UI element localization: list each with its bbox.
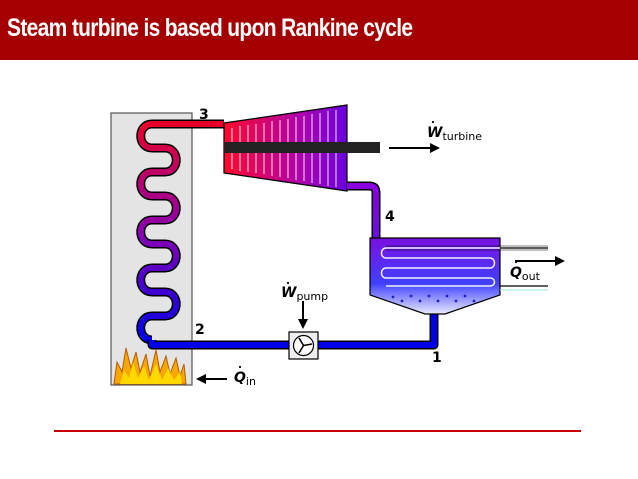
condenser-coil-outline [386,245,548,251]
q-out-subscript: out [522,270,541,283]
svg-text:Qin: Qin [234,370,256,388]
svg-text:Wturbine: Wturbine [427,125,482,143]
w-pump-symbol: W [281,285,297,301]
q-in-label: Qin [234,365,256,388]
svg-text:Wpump: Wpump [281,285,328,303]
boiler [110,112,224,386]
pump [288,331,319,360]
turbine [223,104,380,192]
condenser-coil [380,247,548,287]
turbine-shaft [225,142,380,153]
w-pump-subscript: pump [296,290,328,303]
q-in-subscript: in [246,375,256,388]
w-turbine-symbol: W [427,125,443,141]
q-in-symbol: Q [234,370,246,386]
w-pump-label: Wpump [281,281,328,303]
condenser [369,237,548,315]
pipe-4 [347,181,381,240]
slide-title: Steam turbine is based upon Rankine cycl… [7,14,413,42]
state-point-1: 1 [432,350,442,366]
state-point-3: 3 [199,107,209,123]
footer-divider [54,430,581,432]
flame-icon [113,347,187,385]
w-turbine-subscript: turbine [442,130,482,143]
q-out-symbol: Q [510,265,522,281]
q-out-label: Qout [510,260,541,283]
condenser-shell [369,237,501,315]
title-banner: Steam turbine is based upon Rankine cycl… [0,0,638,60]
state-point-4: 4 [385,209,395,225]
w-turbine-label: Wturbine [427,120,482,143]
condensate-droplets [391,294,476,303]
svg-text:Qout: Qout [510,265,541,283]
state-point-2: 2 [195,322,205,338]
